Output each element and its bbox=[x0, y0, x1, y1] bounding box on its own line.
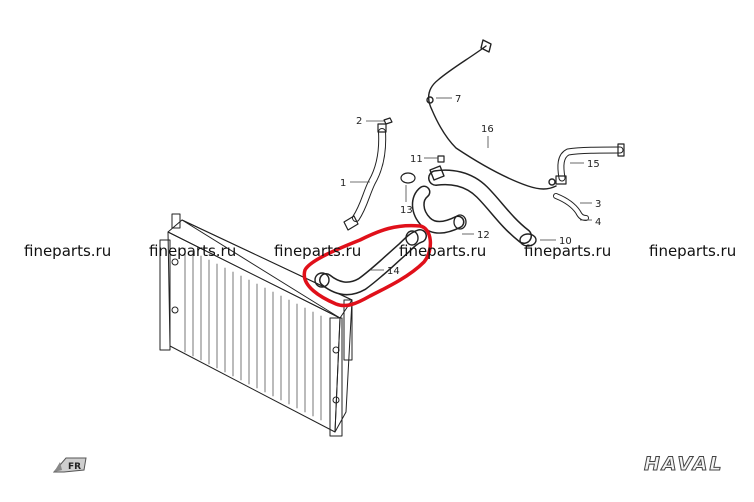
callout-11: 11 bbox=[410, 154, 423, 165]
watermark-5: fineparts.ru bbox=[524, 242, 611, 260]
callout-3: 3 bbox=[595, 199, 601, 210]
brand-logo-text: HAVAL bbox=[644, 453, 724, 475]
callout-7: 7 bbox=[455, 94, 461, 105]
arrow-icon bbox=[52, 457, 87, 473]
hose-15 bbox=[555, 143, 625, 185]
radiator-fins bbox=[184, 247, 322, 421]
callout-12: 12 bbox=[477, 230, 490, 241]
hose-14 bbox=[314, 229, 427, 296]
clamp-13 bbox=[400, 172, 416, 184]
watermark-1: fineparts.ru bbox=[24, 242, 111, 260]
watermark-6: fineparts.ru bbox=[649, 242, 736, 260]
callout-1: 1 bbox=[340, 178, 346, 189]
callout-15: 15 bbox=[587, 159, 600, 170]
clamp-11 bbox=[437, 155, 445, 163]
pipe-16 bbox=[426, 39, 557, 190]
watermark-3: fineparts.ru bbox=[274, 242, 361, 260]
hose-12 bbox=[411, 185, 467, 234]
front-direction-marker: FR bbox=[52, 457, 87, 473]
brand-logo: HAVAL bbox=[644, 453, 724, 476]
callout-16: 16 bbox=[481, 124, 494, 135]
callout-lines bbox=[350, 97, 592, 271]
clip-2 bbox=[383, 117, 393, 125]
callout-4: 4 bbox=[595, 217, 601, 228]
highlight-outline bbox=[302, 223, 433, 308]
callout-10: 10 bbox=[559, 236, 572, 247]
callout-13: 13 bbox=[400, 205, 413, 216]
callout-14: 14 bbox=[387, 266, 400, 277]
hose-1 bbox=[343, 123, 387, 231]
small-hose-3-4 bbox=[553, 193, 589, 221]
hose-10 bbox=[428, 165, 537, 247]
watermark-4: fineparts.ru bbox=[399, 242, 486, 260]
callout-2: 2 bbox=[356, 116, 362, 127]
front-label: FR bbox=[68, 462, 81, 472]
watermark-2: fineparts.ru bbox=[149, 242, 236, 260]
